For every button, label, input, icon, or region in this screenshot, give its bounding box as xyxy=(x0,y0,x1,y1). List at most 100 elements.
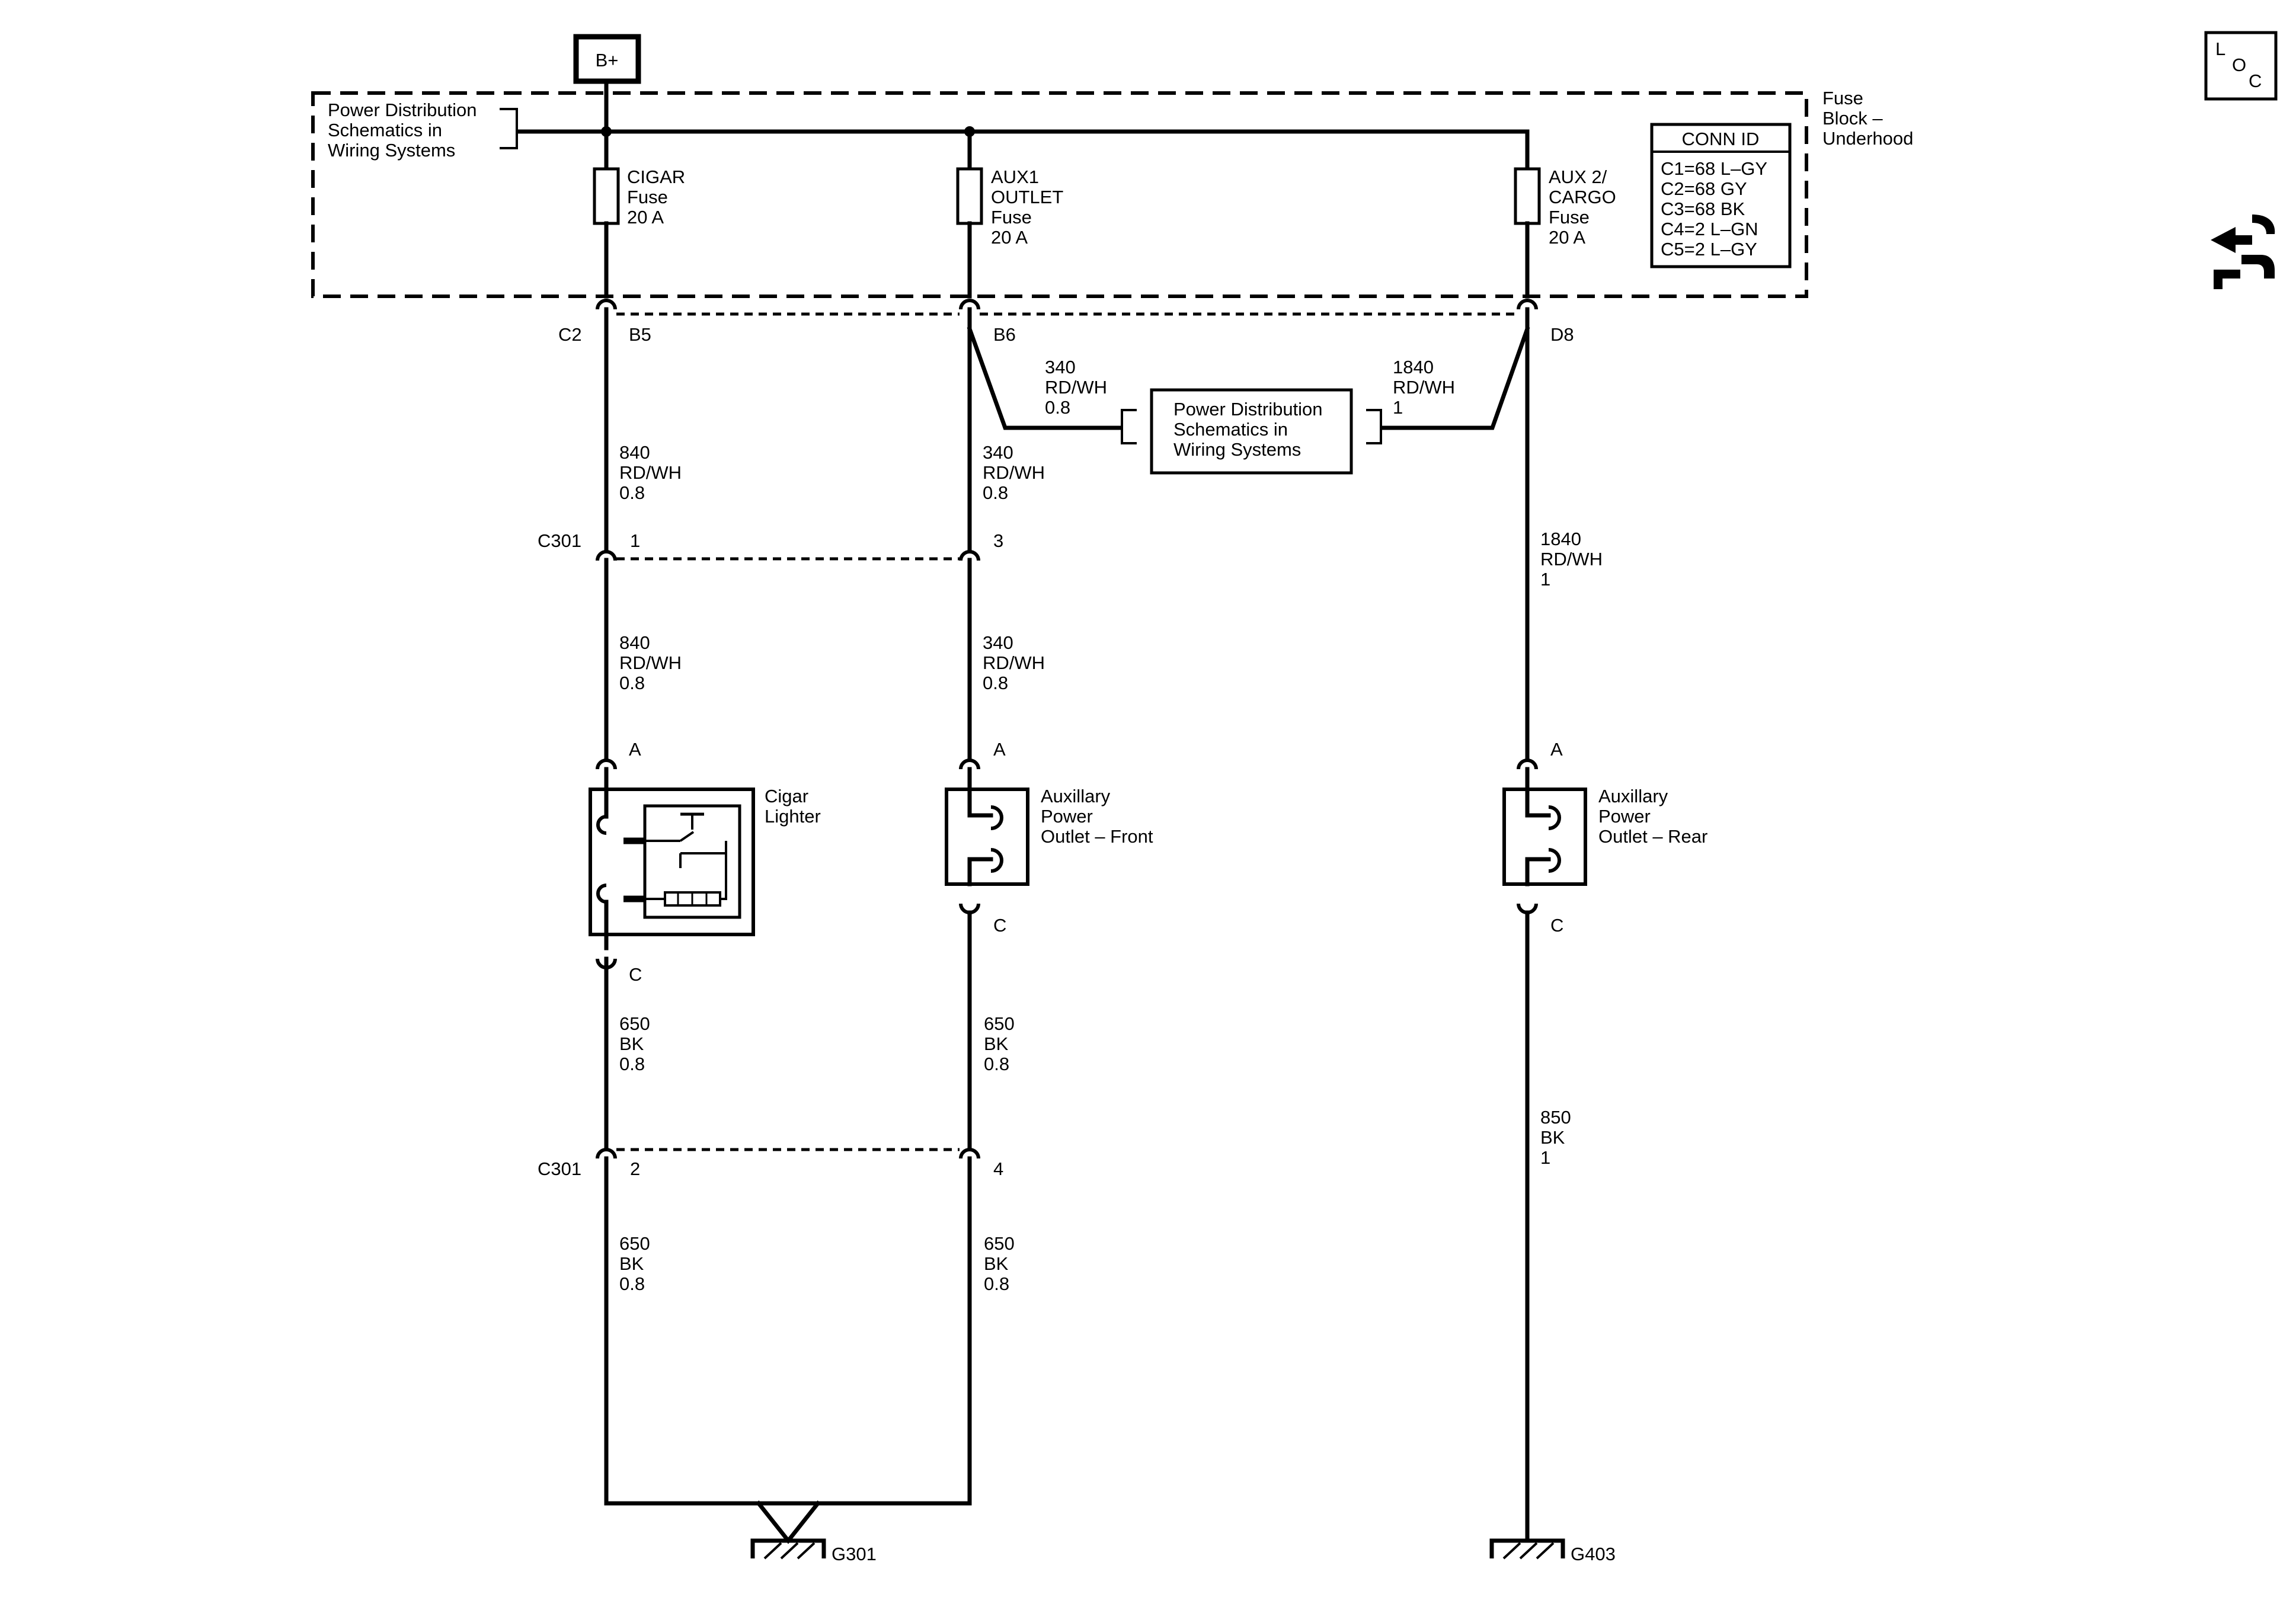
svg-text:340: 340 xyxy=(983,632,1013,653)
svg-text:G301: G301 xyxy=(832,1544,877,1564)
svg-text:Auxillary: Auxillary xyxy=(1041,786,1111,806)
svg-text:Outlet – Front: Outlet – Front xyxy=(1041,826,1153,847)
power-distribution-reference-mid: Power Distribution Schematics in Wiring … xyxy=(1121,388,1382,475)
svg-text:C2=68 GY: C2=68 GY xyxy=(1661,178,1747,199)
svg-text:AUX1: AUX1 xyxy=(991,167,1039,187)
svg-text:C301: C301 xyxy=(538,1158,581,1179)
svg-text:0.8: 0.8 xyxy=(619,673,645,693)
svg-text:RD/WH: RD/WH xyxy=(619,652,682,673)
battery-terminal: B+ xyxy=(573,34,641,84)
wire-label-340-upper: 340 RD/WH 0.8 xyxy=(983,442,1045,503)
svg-text:Schematics in: Schematics in xyxy=(328,120,442,140)
svg-text:Schematics in: Schematics in xyxy=(1173,419,1288,440)
inline-connector-c301-top: C301 1 3 xyxy=(538,530,1003,561)
svg-text:C4=2 L–GN: C4=2 L–GN xyxy=(1661,219,1758,239)
wire-label-650-c: 650 BK 0.8 xyxy=(619,1233,650,1294)
wire-label-1840: 1840 RD/WH 1 xyxy=(1540,529,1603,590)
svg-text:Wiring Systems: Wiring Systems xyxy=(1173,439,1301,460)
aux-front-circuit-wiring xyxy=(967,307,1121,1151)
svg-text:RD/WH: RD/WH xyxy=(983,462,1045,483)
svg-text:650: 650 xyxy=(619,1233,650,1254)
svg-text:D8: D8 xyxy=(1550,324,1574,345)
power-bus xyxy=(517,79,1530,137)
svg-text:1840: 1840 xyxy=(1393,357,1434,377)
svg-text:20 A: 20 A xyxy=(627,207,664,228)
svg-text:Auxillary: Auxillary xyxy=(1598,786,1668,806)
svg-text:Fuse: Fuse xyxy=(1822,88,1863,108)
svg-text:0.8: 0.8 xyxy=(619,482,645,503)
svg-text:RD/WH: RD/WH xyxy=(1540,549,1603,569)
connector-id-table: CONN ID C1=68 L–GY C2=68 GY C3=68 BK C4=… xyxy=(1650,123,1792,268)
cigar-circuit-wiring xyxy=(604,307,972,1506)
wire-label-650-b: 650 BK 0.8 xyxy=(984,1013,1015,1074)
svg-text:Power: Power xyxy=(1598,806,1651,827)
wire-label-340-lower: 340 RD/WH 0.8 xyxy=(983,632,1045,693)
svg-text:1: 1 xyxy=(1540,1147,1550,1168)
svg-text:C1=68 L–GY: C1=68 L–GY xyxy=(1661,158,1767,179)
svg-text:Fuse: Fuse xyxy=(627,187,668,207)
svg-text:0.8: 0.8 xyxy=(619,1273,645,1294)
svg-text:650: 650 xyxy=(984,1233,1015,1254)
svg-text:340: 340 xyxy=(983,442,1013,463)
svg-text:0.8: 0.8 xyxy=(984,1054,1009,1074)
svg-text:CARGO: CARGO xyxy=(1549,187,1616,207)
loc-icon[interactable]: L O C xyxy=(2204,31,2278,101)
svg-text:C: C xyxy=(2249,71,2262,91)
svg-text:Fuse: Fuse xyxy=(991,207,1032,228)
svg-text:RD/WH: RD/WH xyxy=(619,462,682,483)
svg-text:A: A xyxy=(629,739,641,760)
svg-text:Outlet – Rear: Outlet – Rear xyxy=(1598,826,1707,847)
battery-label: B+ xyxy=(596,50,619,71)
svg-text:BK: BK xyxy=(619,1253,644,1274)
svg-text:G403: G403 xyxy=(1571,1544,1616,1564)
svg-text:3: 3 xyxy=(993,530,1003,551)
svg-text:340: 340 xyxy=(1045,357,1076,377)
svg-text:Block –: Block – xyxy=(1822,108,1883,129)
svg-text:L: L xyxy=(2215,39,2225,59)
svg-text:Power: Power xyxy=(1041,806,1093,827)
svg-text:1: 1 xyxy=(1540,569,1550,590)
svg-text:4: 4 xyxy=(993,1158,1003,1179)
svg-text:B6: B6 xyxy=(993,324,1016,345)
conn-id-title: CONN ID xyxy=(1682,129,1760,149)
svg-text:C3=68 BK: C3=68 BK xyxy=(1661,199,1745,219)
svg-text:Underhood: Underhood xyxy=(1822,128,1913,149)
service-connector-icon[interactable] xyxy=(2211,215,2275,289)
svg-text:Wiring Systems: Wiring Systems xyxy=(328,140,455,161)
wire-label-850: 850 BK 1 xyxy=(1540,1107,1571,1168)
auxiliary-power-outlet-rear: A Auxillary Power Outlet – Rear C xyxy=(1502,739,1707,936)
aux1-outlet-fuse: AUX1 OUTLET Fuse 20 A xyxy=(956,129,1063,299)
svg-text:840: 840 xyxy=(619,632,650,653)
svg-text:A: A xyxy=(1550,739,1563,760)
svg-text:BK: BK xyxy=(984,1253,1009,1274)
svg-text:2: 2 xyxy=(630,1158,640,1179)
svg-text:1: 1 xyxy=(1393,397,1403,418)
inline-connector-c301-bottom: C301 2 4 xyxy=(538,1148,1003,1179)
fuse-block-outline xyxy=(311,91,1808,298)
svg-text:OUTLET: OUTLET xyxy=(991,187,1063,207)
power-distribution-reference-top: Power Distribution Schematics in Wiring … xyxy=(328,100,518,161)
svg-text:C5=2 L–GY: C5=2 L–GY xyxy=(1661,239,1757,260)
svg-text:B5: B5 xyxy=(629,324,651,345)
svg-text:RD/WH: RD/WH xyxy=(1393,377,1455,398)
aux2-cargo-fuse: AUX 2/ CARGO Fuse 20 A xyxy=(1514,129,1616,299)
svg-text:Power Distribution: Power Distribution xyxy=(328,100,477,120)
svg-text:0.8: 0.8 xyxy=(983,673,1008,693)
svg-text:O: O xyxy=(2232,55,2246,75)
svg-text:0.8: 0.8 xyxy=(984,1273,1009,1294)
svg-text:20 A: 20 A xyxy=(1549,227,1585,248)
svg-text:650: 650 xyxy=(984,1013,1015,1034)
svg-text:0.8: 0.8 xyxy=(1045,397,1070,418)
svg-text:840: 840 xyxy=(619,442,650,463)
svg-text:C: C xyxy=(993,915,1006,936)
ground-g301: G301 xyxy=(750,1500,877,1564)
svg-text:1: 1 xyxy=(630,530,640,551)
svg-text:BK: BK xyxy=(1540,1127,1565,1148)
wire-label-650-d: 650 BK 0.8 xyxy=(984,1233,1015,1294)
cigar-lighter: A Cigar Lighter C xyxy=(589,739,821,985)
svg-text:C: C xyxy=(1550,915,1563,936)
aux-rear-circuit-wiring xyxy=(1382,307,1530,1543)
svg-text:BK: BK xyxy=(619,1033,644,1054)
svg-text:0.8: 0.8 xyxy=(983,482,1008,503)
c2-connector-label: C2 xyxy=(558,324,582,345)
